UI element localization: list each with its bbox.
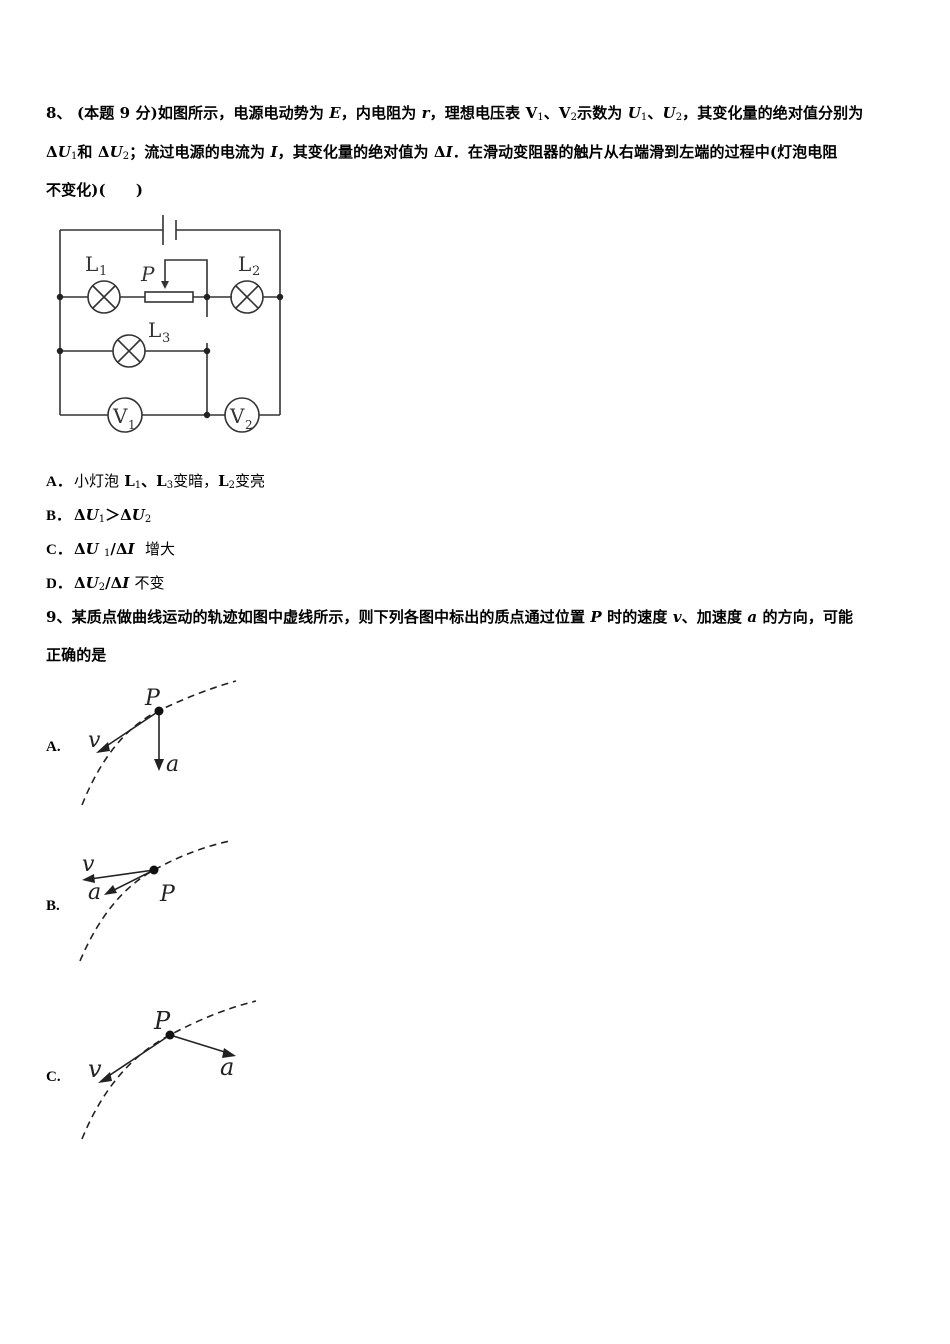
svg-text:v: v [82,852,95,877]
q9-stem-line-2: 正确的是 [46,646,107,664]
q9-figure-a: P v a [81,680,237,806]
label-l1: L [85,252,98,276]
svg-text:v: v [88,728,101,753]
q8-option-a[interactable]: A．小灯泡 L1、L3变暗，L2变亮 [46,472,266,491]
svg-text:2: 2 [245,418,253,432]
q8-number: 8、 [46,104,72,122]
svg-text:3: 3 [162,331,170,346]
label-l3: L [148,318,161,342]
q8-option-b[interactable]: B．ΔU1＞ΔU2 [46,506,152,525]
q9-stem-line-1: 9、某质点做曲线运动的轨迹如图中虚线所示，则下列各图中标出的质点通过位置 P 时… [46,608,854,626]
q8-option-d[interactable]: D．ΔU2/ΔI 不变 [46,574,165,593]
label-v1: V [112,404,128,428]
svg-text:2: 2 [252,264,260,279]
q8-stem-line-3: 不变化)( ) [46,181,144,199]
q9-option-c-label[interactable]: C. [46,1069,61,1085]
svg-text:a: a [88,880,101,905]
circuit-diagram: L 1 P L 2 L 3 V 1 V 2 [56,215,284,433]
label-p: P [140,262,155,286]
svg-text:P: P [159,882,176,907]
q9-option-b-label[interactable]: B. [46,898,60,914]
svg-text:1: 1 [99,264,107,279]
label-l2: L [238,252,251,276]
q9-figure-c: P v a [81,1000,257,1140]
svg-text:P: P [153,1007,171,1035]
svg-text:a: a [166,752,179,777]
q8-stem-line-1: 8、 (本题 9 分)如图所示，电源电动势为 E，内电阻为 r，理想电压表 V1… [46,104,864,123]
label-v2: V [229,404,245,428]
svg-text:P: P [144,686,161,711]
q8-stem-line-2: ΔU1和 ΔU2；流过电源的电流为 I，其变化量的绝对值为 ΔI．在滑动变阻器的… [46,143,838,162]
svg-text:a: a [220,1053,234,1081]
svg-text:v: v [88,1055,102,1083]
svg-text:1: 1 [128,418,136,432]
q9-option-a-label[interactable]: A. [46,739,61,755]
rheostat-icon [144,291,194,303]
q8-option-c[interactable]: C．ΔU 1/ΔI 增大 [46,540,175,559]
q9-figure-b: v a P [79,840,231,962]
